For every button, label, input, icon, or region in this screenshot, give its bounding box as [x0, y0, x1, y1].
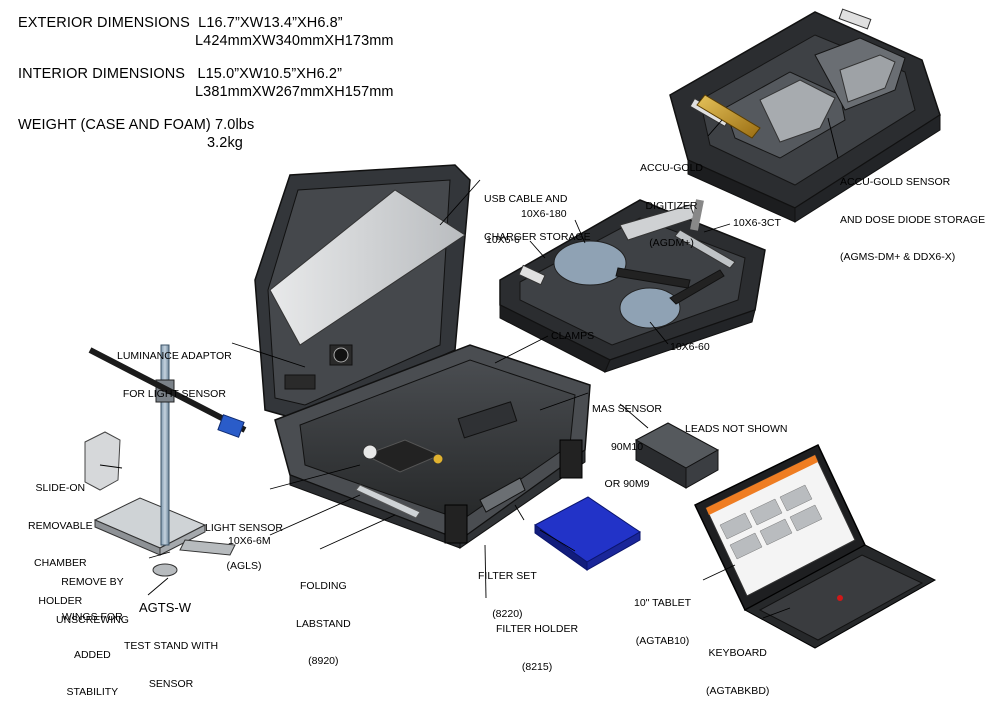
carrying-case — [254, 164, 591, 549]
label-wings: WINGS FOR ADDED STABILITY — [62, 611, 123, 698]
label-folding: FOLDING LABSTAND (8920) — [296, 580, 351, 667]
paddle-180 — [553, 240, 627, 286]
interior-dimensions: INTERIOR DIMENSIONS L15.0”XW10.5”XH6.2” — [18, 65, 342, 83]
interior-mm: L381mmXW267mmXH157mm — [195, 84, 394, 100]
label-light-sensor: LIGHT SENSOR (AGLS) — [205, 522, 283, 572]
test-stand — [84, 344, 247, 577]
label-filter-holder: FILTER HOLDER (8215) — [496, 623, 579, 673]
label-remove: REMOVE BY UNSCREWING — [56, 576, 129, 626]
exterior-dimensions: EXTERIOR DIMENSIONS L16.7”XW13.4”XH6.8” — [18, 14, 343, 32]
product-diagram — [84, 8, 941, 649]
weight-lbs: 7.0lbs — [215, 117, 255, 133]
exterior-mm: L424mmXW340mmXH173mm — [195, 33, 394, 49]
label-clamps: CLAMPS — [551, 330, 595, 342]
filter-set — [534, 496, 641, 571]
label-agdm: ACCU-GOLD DIGITIZER (AGDM+) — [640, 162, 704, 249]
label-agtsw-title: AGTS-W — [139, 600, 191, 615]
label-leads: LEADS NOT SHOWN — [685, 423, 788, 435]
paddle-60 — [619, 287, 681, 329]
label-tablet: 10" TABLET (AGTAB10) — [634, 597, 692, 647]
lid-pocket-flap — [269, 189, 466, 346]
label-mas: MAS SENSOR 90M10 OR 90M9 — [592, 403, 663, 490]
label-10x6-60: 10X6-60 — [670, 341, 710, 353]
label-usb: USB CABLE AND CHARGER STORAGE — [484, 193, 591, 243]
label-10x6-6m: 10X6-6M — [228, 535, 271, 547]
weight: WEIGHT (CASE AND FOAM) 7.0lbs — [18, 116, 254, 134]
label-slide-on: SLIDE-ON REMOVABLE CHAMBER HOLDER — [28, 482, 93, 607]
interior-label: INTERIOR DIMENSIONS — [18, 66, 186, 82]
label-agms: ACCU-GOLD SENSOR AND DOSE DIODE STORAGE … — [840, 176, 986, 263]
label-keyboard: KEYBOARD (AGTABKBD) — [706, 647, 770, 697]
exterior-label: EXTERIOR DIMENSIONS — [18, 15, 190, 31]
sensor-storage-tray — [669, 8, 941, 223]
leader-lines — [99, 117, 839, 619]
interior-in: L15.0”XW10.5”XH6.2” — [197, 66, 343, 82]
label-luminance: LUMINANCE ADAPTOR FOR LIGHT SENSOR — [117, 350, 232, 400]
tablet-with-keyboard — [694, 443, 937, 649]
weight-kg: 3.2kg — [207, 135, 243, 151]
label-10x6-180: 10X6-180 — [521, 208, 567, 220]
mas-sensor-box — [634, 422, 720, 489]
exterior-in: L16.7”XW13.4”XH6.8” — [198, 15, 343, 31]
label-10x6-6: 10X6-6 — [486, 234, 520, 246]
label-10x6-3ct: 10X6-3CT — [733, 217, 781, 229]
label-filter-set: FILTER SET (8220) — [478, 570, 537, 620]
paddle-storage-tray — [499, 199, 766, 373]
label-agtsw-sub: TEST STAND WITH SENSOR — [124, 640, 219, 690]
weight-label: WEIGHT (CASE AND FOAM) — [18, 117, 211, 133]
